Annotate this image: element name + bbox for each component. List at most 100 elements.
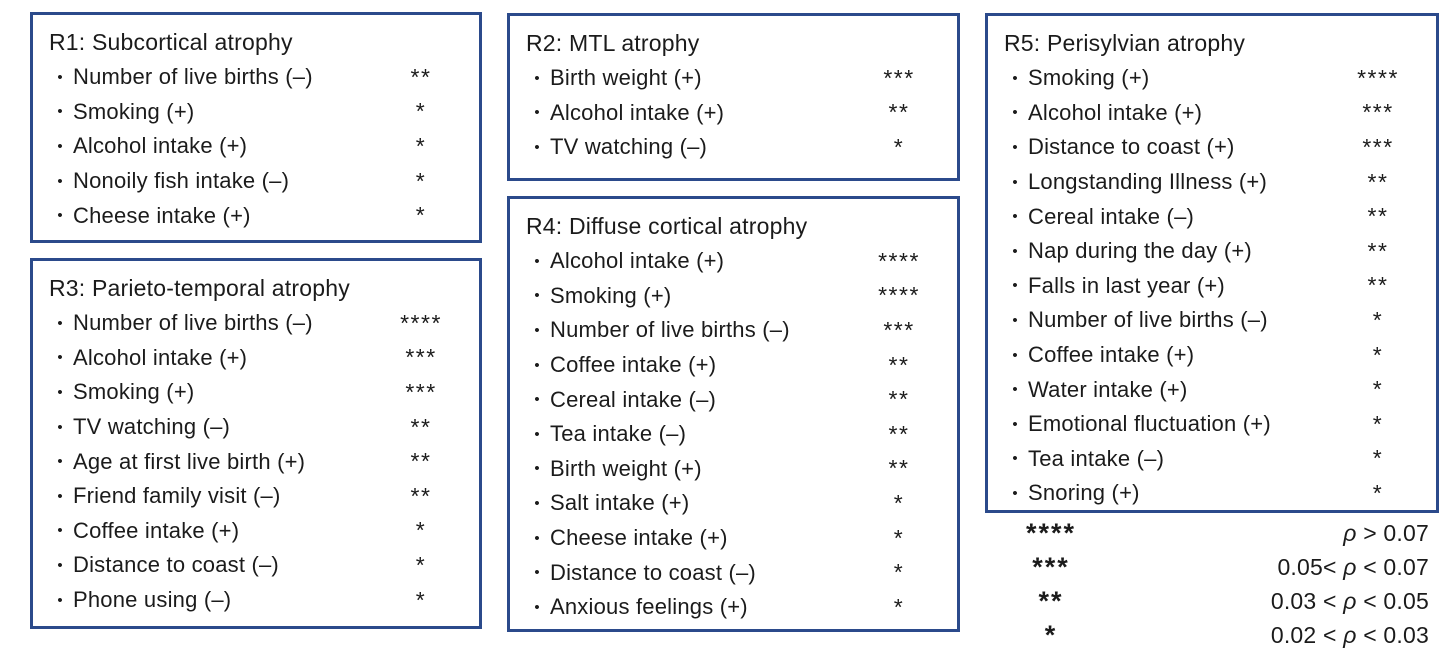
risk-item: •Cereal intake (–)** — [1002, 199, 1424, 234]
risk-label: Smoking (+) — [73, 379, 195, 405]
risk-item: • Friend family visit (–) ** — [47, 479, 467, 514]
risk-label: Anxious feelings (+) — [550, 594, 748, 620]
significance-stars: *** — [1362, 99, 1394, 126]
bullet-icon: • — [1012, 484, 1018, 502]
risk-label: Nonoily fish intake (–) — [73, 168, 290, 194]
risk-item: •Number of live births (–)**** — [47, 306, 467, 341]
risk-item: •Age at first live birth (+)** — [47, 444, 467, 479]
significance-stars: * — [893, 524, 905, 551]
risk-label: Birth weight (+) — [550, 65, 702, 91]
legend-range: ρ > 0.07 — [1117, 520, 1439, 547]
significance-stars: * — [1372, 479, 1384, 506]
significance-stars: * — [893, 593, 905, 620]
significance-stars: *** — [405, 344, 437, 371]
rho-symbol: ρ — [1343, 553, 1357, 580]
bullet-icon: • — [1012, 208, 1018, 226]
bullet-icon: • — [57, 314, 63, 332]
risk-label: Distance to coast (+) — [1028, 134, 1235, 160]
risk-item: •Alcohol intake (+)* — [47, 129, 467, 164]
significance-stars: * — [1372, 410, 1384, 437]
risk-item: •Cheese intake (+)* — [524, 521, 945, 556]
risk-item: •TV watching (–)** — [47, 410, 467, 445]
significance-legend: **** ρ > 0.07 *** 0.05< ρ < 0.07 ** 0.03… — [985, 516, 1439, 652]
significance-stars: * — [415, 132, 427, 159]
risk-label: Alcohol intake (+) — [1028, 99, 1203, 125]
bullet-icon: • — [1012, 242, 1018, 260]
risk-label: Emotional fluctuation (+) — [1028, 411, 1271, 437]
risk-label: Snoring (+) — [1028, 480, 1140, 506]
significance-stars: * — [893, 559, 905, 586]
rho-symbol: ρ — [1343, 519, 1357, 546]
legend-stars: **** — [1025, 517, 1077, 548]
bullet-icon: • — [534, 598, 540, 616]
risk-label: Smoking (+) — [550, 282, 672, 308]
risk-item: •TV watching (–)* — [524, 130, 945, 165]
bullet-icon: • — [57, 522, 63, 540]
risk-item: •Falls in last year (+)** — [1002, 269, 1424, 304]
bullet-icon: • — [57, 137, 63, 155]
significance-stars: * — [1372, 306, 1384, 333]
legend-range-text: 0.03 < — [1270, 587, 1344, 614]
significance-stars: * — [415, 202, 427, 229]
significance-stars: *** — [405, 378, 437, 405]
risk-item: •Birth weight (+)** — [524, 452, 945, 487]
bullet-icon: • — [57, 487, 63, 505]
significance-stars: * — [415, 551, 427, 578]
risk-label: Cheese intake (+) — [73, 202, 251, 228]
risk-label: Tea intake (–) — [550, 421, 687, 447]
significance-stars: * — [1372, 376, 1384, 403]
legend-stars: ** — [1038, 585, 1064, 616]
risk-item: •Number of live births (–)* — [1002, 303, 1424, 338]
risk-item: •Birth weight (+)*** — [524, 61, 945, 96]
region-box-r1: R1: Subcortical atrophy •Number of live … — [30, 12, 482, 243]
bullet-icon: • — [57, 207, 63, 225]
legend-range-text: < 0.03 — [1356, 621, 1429, 648]
significance-stars: ** — [1367, 203, 1389, 230]
risk-label: Water intake (+) — [1028, 376, 1188, 402]
significance-stars: ** — [410, 413, 432, 440]
significance-stars: * — [893, 489, 905, 516]
legend-stars: * — [1044, 619, 1058, 650]
significance-stars: *** — [883, 316, 915, 343]
risk-item: •Nonoily fish intake (–)* — [47, 164, 467, 199]
significance-stars: * — [893, 133, 905, 160]
bullet-icon: • — [1012, 69, 1018, 87]
region-box-r3: R3: Parieto-temporal atrophy •Number of … — [30, 258, 482, 629]
significance-stars: * — [415, 167, 427, 194]
significance-stars: ** — [1367, 168, 1389, 195]
significance-stars: ** — [410, 63, 432, 90]
significance-stars: ** — [888, 420, 910, 447]
significance-stars: ** — [888, 351, 910, 378]
bullet-icon: • — [534, 252, 540, 270]
risk-label: Alcohol intake (+) — [550, 248, 725, 274]
risk-label: Distance to coast (–) — [73, 552, 279, 578]
risk-label: Salt intake (+) — [550, 490, 690, 516]
risk-item: •Smoking (+)**** — [1002, 61, 1424, 96]
region-box-r4: R4: Diffuse cortical atrophy •Alcohol in… — [507, 196, 960, 632]
risk-label: Coffee intake (+) — [1028, 342, 1195, 368]
bullet-icon: • — [534, 287, 540, 305]
bullet-icon: • — [57, 349, 63, 367]
significance-stars: ** — [410, 482, 432, 509]
risk-label: Number of live births (–) — [550, 317, 790, 343]
risk-item: •Salt intake (+)* — [524, 486, 945, 521]
risk-item: •Distance to coast (+)*** — [1002, 130, 1424, 165]
bullet-icon: • — [1012, 138, 1018, 156]
risk-item: • Snoring (+) * — [1002, 476, 1424, 511]
risk-item: •Coffee intake (+)* — [1002, 338, 1424, 373]
bullet-icon: • — [1012, 173, 1018, 191]
legend-range-text: < 0.05 — [1356, 587, 1429, 614]
significance-stars: ** — [1367, 272, 1389, 299]
legend-range-text: 0.02 < — [1270, 621, 1344, 648]
risk-item: •Phone using (–)* — [47, 583, 467, 618]
risk-item: •Distance to coast (–)* — [47, 548, 467, 583]
risk-item: • Anxious feelings (+) * — [524, 590, 945, 625]
bullet-icon: • — [1012, 450, 1018, 468]
risk-item: •Smoking (+)* — [47, 95, 467, 130]
legend-row: * 0.02 < ρ < 0.03 — [985, 618, 1439, 652]
bullet-icon: • — [57, 68, 63, 86]
risk-label: TV watching (–) — [73, 414, 231, 440]
bullet-icon: • — [534, 138, 540, 156]
risk-label: Friend family visit (–) — [73, 483, 281, 509]
